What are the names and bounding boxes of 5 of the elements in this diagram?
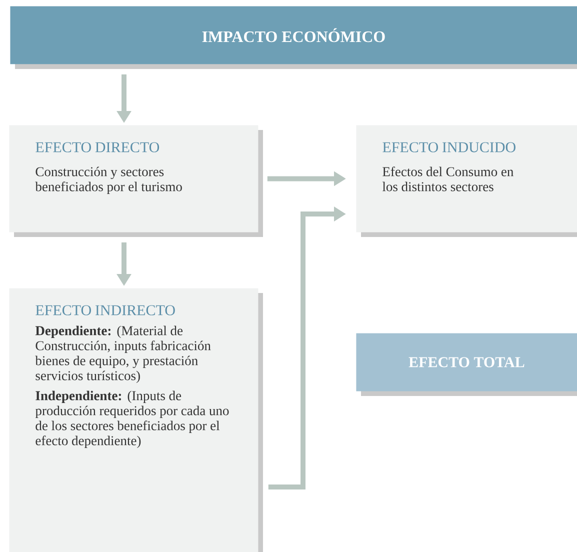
result-box: EFECTO TOTAL	[356, 333, 577, 396]
effect-card: EFECTO INDIRECTO Dependiente: (Material de Construcción, inputs fabricación bienes de equipo, y prestación servicios turísticos) Independiente: (Inputs de producción requeridos por cada uno de los sectores beneficiados por el efecto dependiente)	[9, 288, 263, 552]
effect-card: EFECTO DIRECTO Construcción y sectores beneficiados por el turismo	[9, 125, 263, 237]
effect-card: EFECTO INDUCIDO Efectos del Consumo en los distintos sectores	[356, 125, 577, 237]
title-banner: IMPACTO ECONÓMICO	[10, 6, 577, 69]
